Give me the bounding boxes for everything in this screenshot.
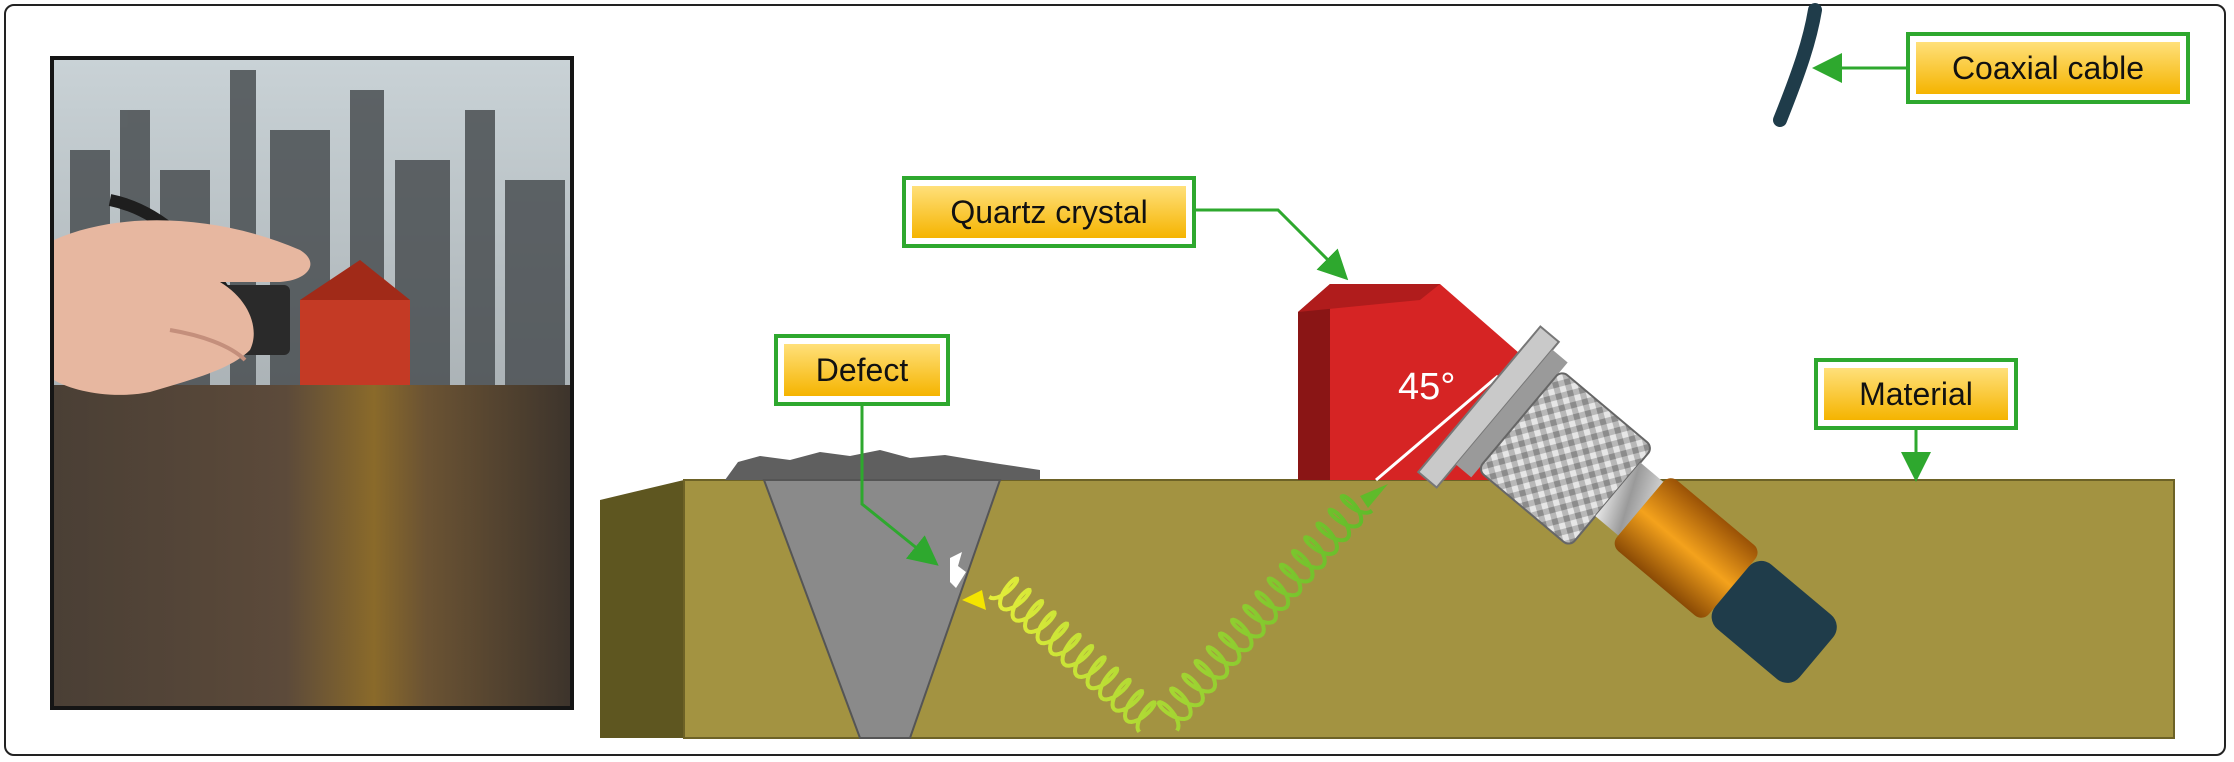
hand (54, 220, 311, 395)
leader-defect (860, 406, 939, 566)
label-coaxial-cable: Coaxial cable (1906, 32, 2190, 104)
wave-arrow-head-out (1360, 484, 1388, 508)
label-coaxial-cable-text: Coaxial cable (1916, 42, 2180, 94)
weld-v-groove (762, 479, 1002, 739)
defect-crack (950, 552, 966, 588)
wave-arrow-head-return (962, 590, 986, 610)
label-defect-text: Defect (784, 344, 940, 396)
label-quartz-crystal: Quartz crystal (902, 176, 1196, 248)
sound-wave (962, 484, 1388, 734)
wave-coil (988, 493, 1374, 734)
label-material: Material (1814, 358, 2018, 430)
label-material-text: Material (1824, 368, 2008, 420)
wedge-side (1298, 284, 1330, 480)
label-quartz-crystal-text: Quartz crystal (912, 186, 1186, 238)
weld-bead (725, 450, 1040, 739)
mount-plate (1416, 325, 1561, 489)
photo-wedge (300, 300, 410, 385)
label-defect: Defect (774, 334, 950, 406)
transducer (1416, 325, 1837, 683)
field-photo (50, 56, 574, 710)
orange-body (1614, 478, 1758, 618)
coaxial-cable (1773, 3, 1822, 127)
pipe-surface (54, 385, 570, 706)
angle-label: 45° (1398, 366, 1456, 408)
cable-boot (1711, 560, 1837, 683)
angle-line (1375, 374, 1499, 482)
leader-lines (860, 53, 1931, 566)
outer-frame (4, 4, 2226, 756)
material-side (600, 480, 684, 738)
leader-quartz (1196, 208, 1349, 281)
